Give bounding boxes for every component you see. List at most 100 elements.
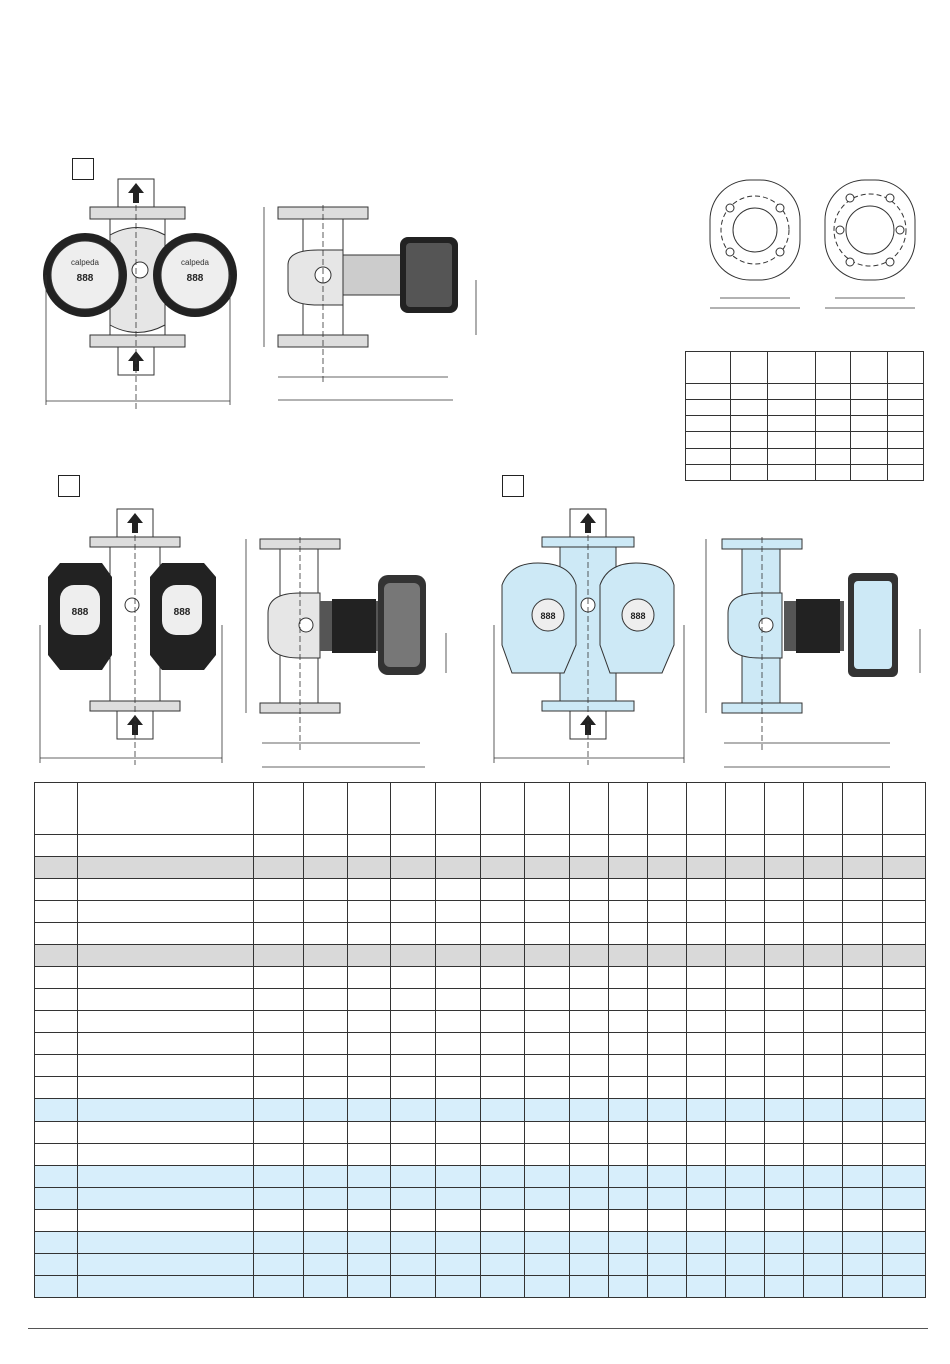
table-cell (34, 1252, 78, 1276)
table-cell (303, 922, 348, 946)
table-cell (803, 988, 843, 1012)
table-cell (842, 1010, 883, 1034)
table-cell (842, 1076, 883, 1100)
table-cell (390, 781, 436, 836)
table-cell (569, 1010, 609, 1034)
table-cell (608, 1142, 648, 1166)
table-cell (435, 1274, 481, 1299)
table-cell (569, 1230, 609, 1254)
table-cell (569, 878, 609, 902)
table-cell (569, 781, 609, 836)
table-cell (725, 1032, 765, 1056)
svg-text:calpeda: calpeda (181, 258, 210, 267)
table-cell (608, 1274, 648, 1299)
table-cell (686, 1186, 726, 1210)
table-cell (647, 1054, 687, 1078)
table-cell (435, 834, 481, 858)
table-row (34, 944, 926, 968)
table-cell (882, 1186, 926, 1210)
table-cell (803, 1120, 843, 1144)
table-cell (725, 966, 765, 990)
table-cell (842, 1120, 883, 1144)
table-cell (253, 1252, 304, 1276)
table-cell (842, 1098, 883, 1122)
table-cell (524, 900, 570, 924)
table-cell (569, 1142, 609, 1166)
table-cell (725, 1274, 765, 1299)
table-cell (803, 1230, 843, 1254)
table-cell (647, 1186, 687, 1210)
table-cell (480, 1010, 525, 1034)
table-cell (480, 1230, 525, 1254)
table-cell (390, 1252, 436, 1276)
table-cell (347, 1164, 391, 1188)
table-cell (390, 1186, 436, 1210)
table-cell (253, 1010, 304, 1034)
table-cell (77, 1010, 254, 1034)
table-cell (608, 834, 648, 858)
table-cell (480, 1032, 525, 1056)
table-cell (803, 966, 843, 990)
table-cell (77, 856, 254, 880)
table-cell (882, 856, 926, 880)
table-cell (764, 1076, 804, 1100)
table-cell (882, 834, 926, 858)
table-cell (686, 1142, 726, 1166)
table-cell (803, 1054, 843, 1078)
table-cell (725, 1208, 765, 1232)
table-cell (569, 1208, 609, 1232)
table-row (34, 1076, 926, 1100)
table-cell (608, 900, 648, 924)
table-cell (686, 944, 726, 968)
motor-fins-icon (400, 237, 458, 313)
twin-pump-side-drawing-b (245, 537, 447, 768)
table-cell (803, 834, 843, 858)
table-cell (764, 1010, 804, 1034)
table-cell (480, 1274, 525, 1299)
table-cell (77, 1120, 254, 1144)
table-cell (882, 900, 926, 924)
table-cell (686, 1208, 726, 1232)
table-cell (253, 1164, 304, 1188)
table-cell (34, 1076, 78, 1100)
table-cell (390, 1098, 436, 1122)
table-cell (524, 834, 570, 858)
table-cell (480, 1098, 525, 1122)
table-cell (882, 1274, 926, 1299)
table-cell (480, 1054, 525, 1078)
table-cell (77, 781, 254, 836)
table-row (685, 399, 924, 417)
table-cell (725, 878, 765, 902)
table-cell (34, 900, 78, 924)
table-cell (480, 966, 525, 990)
table-cell (608, 1098, 648, 1122)
table-cell (480, 878, 525, 902)
table-cell (34, 1142, 78, 1166)
svg-text:888: 888 (540, 611, 555, 621)
table-cell (390, 834, 436, 858)
table-cell (608, 966, 648, 990)
table-cell (303, 966, 348, 990)
table-row (685, 447, 924, 465)
table-cell (647, 1230, 687, 1254)
table-cell (303, 1142, 348, 1166)
table-cell (390, 1076, 436, 1100)
table-cell (608, 1252, 648, 1276)
table-cell (390, 856, 436, 880)
table-cell (686, 856, 726, 880)
table-cell (608, 988, 648, 1012)
table-cell (524, 1054, 570, 1078)
twin-pump-front-drawing-top: calpeda 888 calpeda 888 (43, 178, 237, 410)
table-cell (842, 1032, 883, 1056)
table-cell (725, 1076, 765, 1100)
table-cell (524, 878, 570, 902)
table-cell (253, 856, 304, 880)
table-cell (764, 1032, 804, 1056)
table-cell (253, 781, 304, 836)
table-cell (390, 1054, 436, 1078)
table-cell (882, 922, 926, 946)
table-cell (435, 1010, 481, 1034)
table-cell (480, 944, 525, 968)
table-cell (524, 1120, 570, 1144)
table-cell (803, 1076, 843, 1100)
